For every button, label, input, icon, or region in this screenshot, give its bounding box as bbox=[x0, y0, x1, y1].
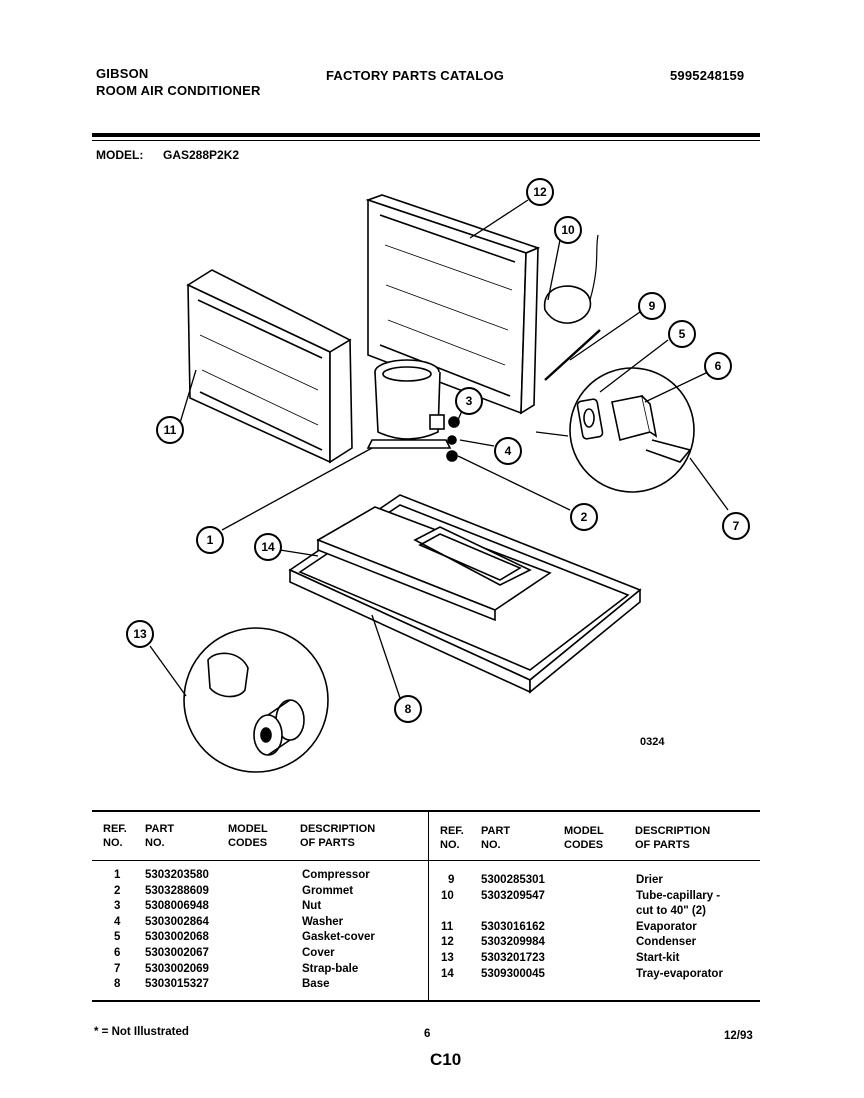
callout-12: 12 bbox=[526, 178, 554, 206]
header-rule-thin bbox=[92, 140, 760, 141]
diagram-code: 0324 bbox=[640, 736, 665, 748]
callout-11: 11 bbox=[156, 416, 184, 444]
callouts: 1 2 3 4 5 6 7 8 9 10 11 12 13 14 bbox=[126, 178, 750, 723]
svg-text:11: 11 bbox=[164, 423, 177, 437]
svg-text:14: 14 bbox=[261, 540, 275, 554]
callout-8: 8 bbox=[394, 695, 422, 723]
callout-leader-lines bbox=[149, 199, 729, 699]
model-number: GAS288P2K2 bbox=[163, 148, 240, 162]
callout-1: 1 bbox=[196, 526, 224, 554]
callout-6: 6 bbox=[704, 352, 732, 380]
callout-5: 5 bbox=[668, 320, 696, 348]
exploded-parts-diagram: 1 2 3 4 5 6 7 8 9 10 11 12 13 14 bbox=[126, 178, 750, 773]
catalog-number: 5995248159 bbox=[670, 68, 745, 83]
drier bbox=[544, 329, 601, 381]
svg-text:8: 8 bbox=[405, 702, 412, 716]
strap-bale bbox=[645, 439, 692, 463]
svg-text:7: 7 bbox=[733, 519, 740, 533]
header-ref: REF.NO. bbox=[103, 823, 127, 849]
catalog-title: FACTORY PARTS CATALOG bbox=[326, 68, 505, 83]
page-code: C10 bbox=[430, 1050, 462, 1069]
callout-9: 9 bbox=[638, 292, 666, 320]
footer-center-number: 6 bbox=[424, 1028, 431, 1040]
nut-part bbox=[448, 416, 460, 428]
gasket-cover bbox=[576, 398, 604, 440]
callout-7: 7 bbox=[722, 512, 750, 540]
callout-10: 10 bbox=[554, 216, 582, 244]
callout-14: 14 bbox=[254, 533, 282, 561]
table-header-rule bbox=[92, 860, 760, 861]
not-illustrated-note: * = Not Illustrated bbox=[94, 1026, 189, 1038]
capillary-tube bbox=[544, 285, 592, 324]
evaporator-coil bbox=[186, 269, 353, 464]
callout-2: 2 bbox=[570, 503, 598, 531]
compressor bbox=[366, 359, 452, 449]
table-bottom-rule bbox=[92, 1000, 760, 1002]
evaporator-tray bbox=[316, 506, 552, 622]
callout-3: 3 bbox=[455, 387, 483, 415]
start-kit-inset bbox=[183, 627, 329, 773]
callout-13: 13 bbox=[126, 620, 154, 648]
svg-text:1: 1 bbox=[207, 533, 214, 547]
svg-text:6: 6 bbox=[715, 359, 722, 373]
svg-text:10: 10 bbox=[561, 223, 575, 237]
product-type: ROOM AIR CONDITIONER bbox=[96, 83, 261, 98]
model-label: MODEL: bbox=[96, 148, 144, 162]
header-ref-right: REF.NO. bbox=[440, 825, 464, 851]
grommet-part bbox=[446, 450, 458, 462]
washer-part bbox=[447, 435, 457, 445]
footer-date: 12/93 bbox=[724, 1030, 753, 1042]
callout-4: 4 bbox=[494, 437, 522, 465]
brand-name: GIBSON bbox=[96, 66, 149, 81]
start-kit-bracket bbox=[207, 652, 249, 698]
svg-text:4: 4 bbox=[505, 444, 512, 458]
svg-text:5: 5 bbox=[679, 327, 686, 341]
svg-text:9: 9 bbox=[649, 299, 656, 313]
table-center-divider bbox=[428, 811, 429, 1001]
svg-text:13: 13 bbox=[133, 627, 147, 641]
svg-text:3: 3 bbox=[466, 394, 473, 408]
svg-text:12: 12 bbox=[533, 185, 547, 199]
header-rule-thick bbox=[92, 133, 760, 137]
svg-text:2: 2 bbox=[581, 510, 588, 524]
table-top-rule bbox=[92, 810, 760, 812]
